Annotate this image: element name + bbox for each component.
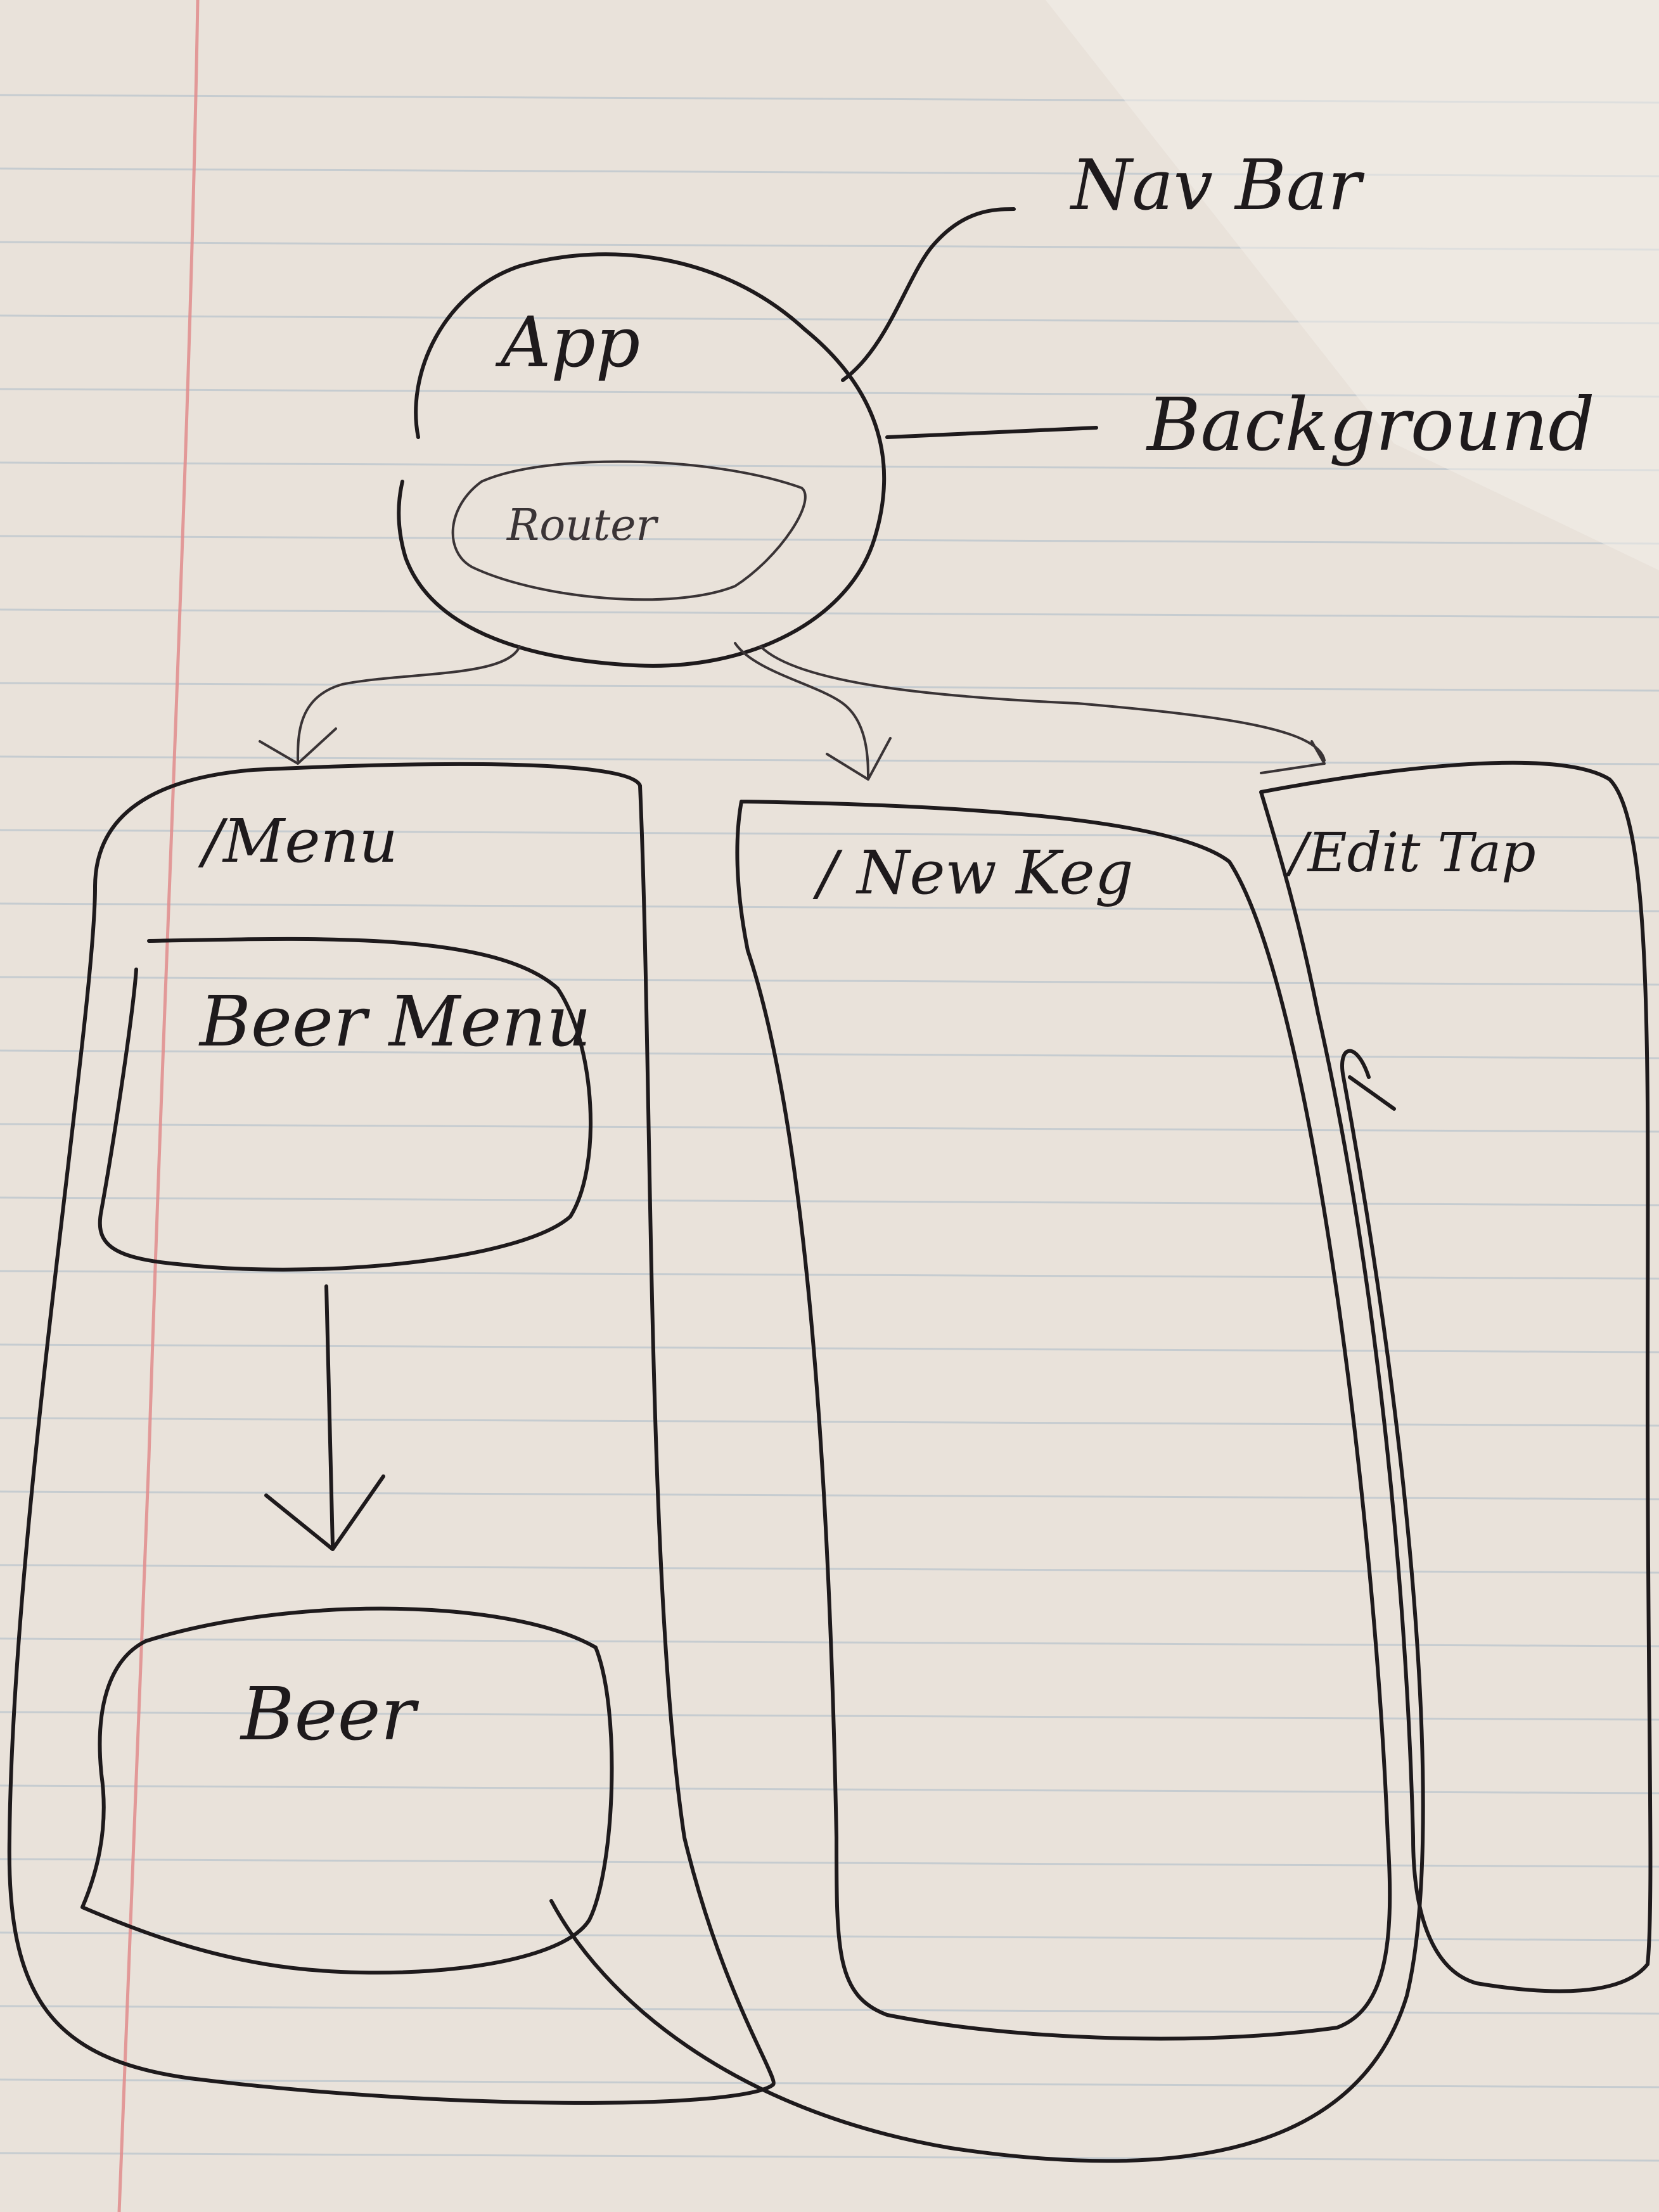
app-label: App (495, 302, 640, 383)
router-label: Router (506, 501, 659, 551)
rule-line (0, 1784, 1659, 1794)
rule-line (0, 1417, 1659, 1427)
rule-line (0, 1270, 1659, 1280)
beer-label: Beer (240, 1672, 420, 1757)
background-label: Background (1146, 383, 1595, 468)
rule-line (0, 535, 1659, 545)
edit-tap-route-container (1259, 760, 1653, 1993)
rule-line (0, 1123, 1659, 1133)
rule-line (0, 1931, 1659, 1941)
light-patch (1046, 0, 1659, 570)
rule-line (0, 1343, 1659, 1353)
arrow-beer-menu-to-beer (264, 1284, 385, 1551)
app-circle (397, 252, 887, 668)
new-keg-route-container (735, 800, 1392, 2041)
rule-line (0, 461, 1659, 471)
rule-line (0, 976, 1659, 986)
rule-line (0, 1049, 1659, 1059)
arrow-to-edit-tap (759, 645, 1326, 774)
rule-line (0, 902, 1659, 912)
new-keg-route-label: / New Keg (812, 838, 1134, 908)
rule-line (0, 2152, 1659, 2162)
arrow-to-menu (259, 645, 521, 765)
rule-line (0, 608, 1659, 618)
rule-line (0, 1858, 1659, 1868)
rule-line (0, 682, 1659, 692)
menu-route-container (7, 762, 776, 2105)
edit-tap-route-label: /Edit Tap (1285, 822, 1536, 885)
beer-box (80, 1606, 614, 1975)
rule-line (0, 755, 1659, 765)
rule-line (0, 1490, 1659, 1500)
loop-line (549, 1049, 1425, 2163)
menu-route-label: /Menu (198, 807, 398, 876)
beer-menu-label: Beer Menu (198, 981, 591, 1062)
rule-line (0, 1196, 1659, 1206)
nav-bar-connector (841, 207, 1016, 382)
margin-line (117, 0, 200, 2212)
background-connector (885, 426, 1098, 439)
router-oval (451, 460, 807, 601)
arrow-to-new-keg (734, 642, 892, 781)
rule-line (0, 2078, 1659, 2088)
nav-bar-label: Nav Bar (1069, 144, 1365, 226)
rule-line (0, 829, 1659, 839)
beer-menu-box (98, 937, 592, 1272)
rule-line (0, 2005, 1659, 2015)
